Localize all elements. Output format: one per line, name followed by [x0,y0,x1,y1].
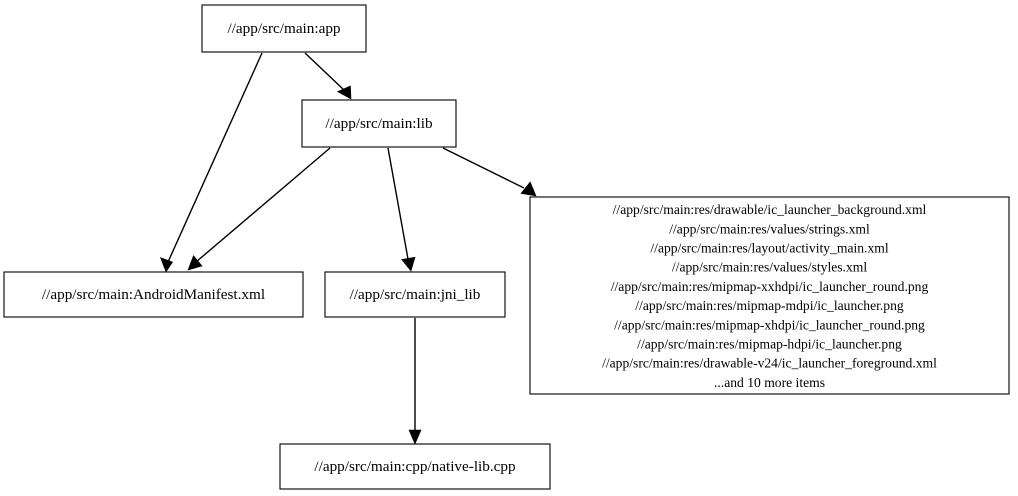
graph-node-native_lib[interactable]: //app/src/main:cpp/native-lib.cpp [279,443,551,490]
node-label-line: //app/src/main:res/values/styles.xml [672,260,867,275]
node-label-line: //app/src/main:res/values/strings.xml [669,221,870,236]
node-label-line: ...and 10 more items [714,375,825,390]
edge-line [442,147,525,189]
graph-node-jni_lib[interactable]: //app/src/main:jni_lib [324,271,506,318]
edge-line [195,147,331,263]
graph-edge-lib-to-manifest [187,147,331,271]
arrowhead-icon [408,429,422,445]
arrowhead-icon [159,257,174,273]
graph-edge-jni-lib-to-native-lib [408,318,422,445]
graph-edge-lib-to-resources [442,147,537,197]
node-box[interactable] [201,4,367,53]
node-box[interactable] [324,271,506,318]
graph-node-app[interactable]: //app/src/main:app [201,4,367,53]
node-label: //app/src/main:AndroidManifest.xml [42,286,265,303]
graph-edge-app-to-manifest [159,52,263,273]
edge-line [387,147,409,260]
edge-line [167,52,263,263]
node-box[interactable] [301,99,457,148]
node-label: //app/src/main:jni_lib [350,286,481,303]
graph-edge-lib-to-jni-lib [387,147,416,272]
node-box[interactable] [279,443,551,490]
node-label-line: //app/src/main:res/drawable-v24/ic_launc… [602,356,937,371]
node-label-line: //app/src/main:res/layout/activity_main.… [650,240,888,255]
node-label-line: //app/src/main:res/mipmap-hdpi/ic_launch… [637,336,902,351]
node-box[interactable] [529,196,1010,395]
node-box[interactable] [3,271,304,318]
graph-edge-app-to-lib [304,52,352,100]
edge-line [304,52,345,91]
arrowhead-icon [520,181,537,197]
graph-node-resources[interactable]: //app/src/main:res/drawable/ic_launcher_… [529,196,1010,395]
node-label-line: //app/src/main:res/mipmap-mdpi/ic_launch… [635,298,904,313]
graph-nodes: //app/src/main:app //app/src/main:lib //ap… [3,4,1010,490]
node-label-line: //app/src/main:res/drawable/ic_launcher_… [613,202,927,217]
node-label-line: //app/src/main:res/mipmap-xhdpi/ic_launc… [614,317,925,332]
node-label: //app/src/main:lib [325,115,433,132]
arrowhead-icon [187,255,203,271]
node-label: //app/src/main:cpp/native-lib.cpp [314,458,515,475]
arrowhead-icon [336,85,352,100]
graph-edges [159,52,537,445]
graph-node-manifest[interactable]: //app/src/main:AndroidManifest.xml [3,271,304,318]
arrowhead-icon [401,256,416,272]
node-label: //app/src/main:app [227,20,340,37]
node-label-line: //app/src/main:res/mipmap-xxhdpi/ic_laun… [611,279,929,294]
graph-node-lib[interactable]: //app/src/main:lib [301,99,457,148]
